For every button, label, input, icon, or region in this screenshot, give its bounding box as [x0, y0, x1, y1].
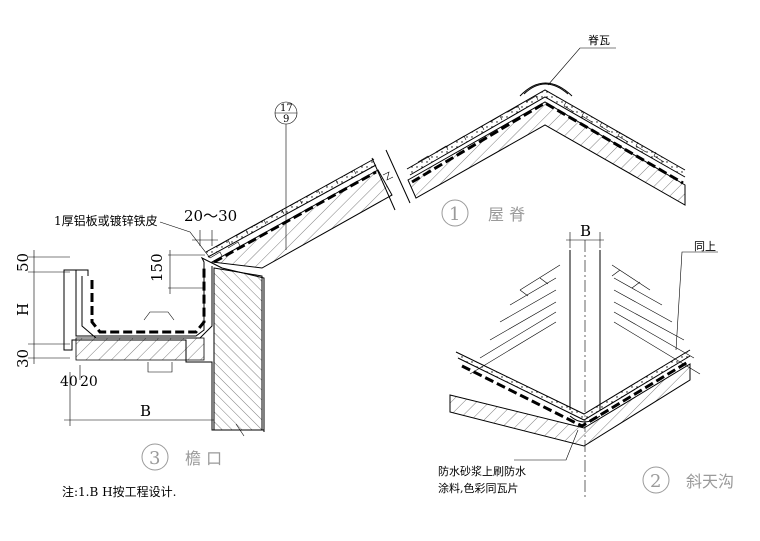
- detail-3-number: 3: [149, 448, 160, 469]
- waterproof-line-1: 防水砂浆上刷防水: [438, 464, 526, 478]
- ridge-tile-label: 脊瓦: [588, 33, 610, 47]
- same-above-label: 同上: [694, 240, 716, 253]
- dim-20: 20: [80, 374, 98, 390]
- dim-40: 40: [60, 374, 78, 390]
- detail-3-title: 檐 口: [185, 449, 222, 468]
- eave-detail: 17 9 1厚铝板或镀锌铁皮 20～30 150 50 H 30 40 20: [14, 101, 298, 499]
- dim-B-eave: B: [140, 402, 151, 420]
- waterproof-line-2: 涂料,色彩同瓦片: [438, 481, 519, 495]
- dim-150: 150: [148, 253, 166, 282]
- dim-B-valley: B: [580, 222, 591, 240]
- dim-50: 50: [14, 253, 32, 272]
- detail-ref-top: 17: [280, 103, 293, 114]
- detail-1-title: 屋 脊: [488, 205, 525, 224]
- valley-detail: B 同上 防水砂浆上刷防水 涂料,色彩同瓦片 2 斜天沟: [438, 222, 734, 500]
- dim-20-30: 20～30: [184, 207, 237, 225]
- gutter-sheet-label: 1厚铝板或镀锌铁皮: [54, 213, 158, 228]
- detail-1-number: 1: [449, 204, 460, 225]
- ridge-detail: 脊瓦 1 屋 脊: [205, 33, 686, 269]
- note: 注:1.B H按工程设计.: [62, 484, 176, 499]
- detail-2-title: 斜天沟: [686, 472, 734, 491]
- dim-H: H: [14, 303, 32, 316]
- detail-2-number: 2: [650, 471, 661, 492]
- detail-ref-bottom: 9: [283, 114, 289, 125]
- dim-30: 30: [14, 349, 32, 368]
